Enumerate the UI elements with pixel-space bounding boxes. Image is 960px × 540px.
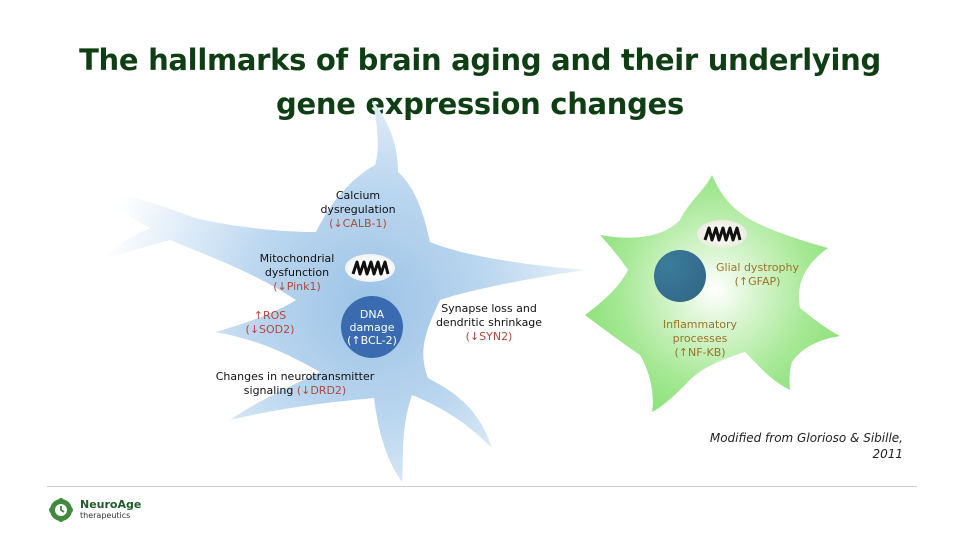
synapse-line-1: Synapse loss and: [441, 302, 537, 315]
inflam-line-2: processes: [672, 332, 728, 345]
mito-line-1: Mitochondrial: [259, 252, 335, 265]
logo-text: NeuroAge therapeutics: [80, 499, 141, 521]
glial-line-1: Glial dystrophy: [716, 261, 799, 274]
title-line-2: gene expression changes: [276, 87, 684, 121]
glial-nucleus: [654, 250, 706, 302]
mito-line-2: dysfunction: [264, 266, 330, 279]
ros-gene-1: ↑ROS: [253, 309, 287, 322]
footer-divider: [47, 486, 917, 487]
neuro-line-2-text: signaling: [243, 384, 297, 397]
synapse-line-2: dendritic shrinkage: [435, 316, 543, 329]
mito-gene: (↓Pink1): [273, 280, 321, 293]
neuron-body: [85, 100, 585, 482]
credit-line-1: Modified from Glorioso & Sibille,: [709, 431, 903, 445]
calcium-gene: (↓CALB-1): [329, 217, 387, 230]
dna-line-2: damage: [349, 320, 395, 334]
ros-gene-2: (↓SOD2): [245, 323, 295, 336]
synapse-gene: (↓SYN2): [465, 330, 513, 343]
calcium-line-1: Calcium: [335, 189, 381, 202]
title-line-1: The hallmarks of brain aging and their u…: [79, 43, 881, 77]
company-logo: NeuroAge therapeutics: [48, 497, 141, 523]
glia-body: [585, 175, 840, 412]
ros-label: ↑ROS (↓SOD2): [235, 309, 305, 337]
mitochondrion-wave-icon: [351, 260, 390, 276]
synapse-loss-label: Synapse loss and dendritic shrinkage (↓S…: [425, 302, 553, 344]
neuro-line-2: signaling (↓DRD2): [195, 384, 395, 398]
mitochondrial-dysfunction-label: Mitochondrial dysfunction (↓Pink1): [243, 252, 351, 294]
mitochondrion-wave-icon: [345, 254, 395, 282]
mitochondrion-wave-icon: [703, 226, 742, 242]
dna-line-3: (↑BCL-2): [347, 333, 397, 347]
calcium-line-2: dysregulation: [320, 203, 396, 216]
brain-gear-icon: [49, 498, 73, 522]
dna-line-1: DNA: [359, 307, 385, 321]
calcium-dysregulation-label: Calcium dysregulation (↓CALB-1): [308, 189, 408, 231]
page-title: The hallmarks of brain aging and their u…: [60, 38, 900, 126]
logo-subtitle: therapeutics: [80, 511, 131, 520]
inflam-line-1: Inflammatory: [662, 318, 738, 331]
inflam-gene: (↑NF-KB): [674, 346, 726, 359]
credit-line-2: 2011: [872, 447, 903, 461]
neuro-gene: (↓DRD2): [296, 384, 347, 397]
inflammatory-processes-label: Inflammatory processes (↑NF-KB): [646, 318, 754, 360]
glial-gene: (↑GFAP): [734, 275, 781, 288]
logo-name: NeuroAge: [80, 498, 142, 511]
dna-damage-node: DNA damage (↑BCL-2): [341, 296, 403, 358]
glial-dystrophy-label: Glial dystrophy (↑GFAP): [705, 261, 810, 289]
neurotransmitter-label: Changes in neurotransmitter signaling (↓…: [195, 370, 395, 398]
source-credit: Modified from Glorioso & Sibille, 2011: [700, 430, 903, 462]
neuro-line-1: Changes in neurotransmitter: [215, 370, 375, 383]
glia-mitochondrion-wave-icon: [697, 220, 747, 248]
